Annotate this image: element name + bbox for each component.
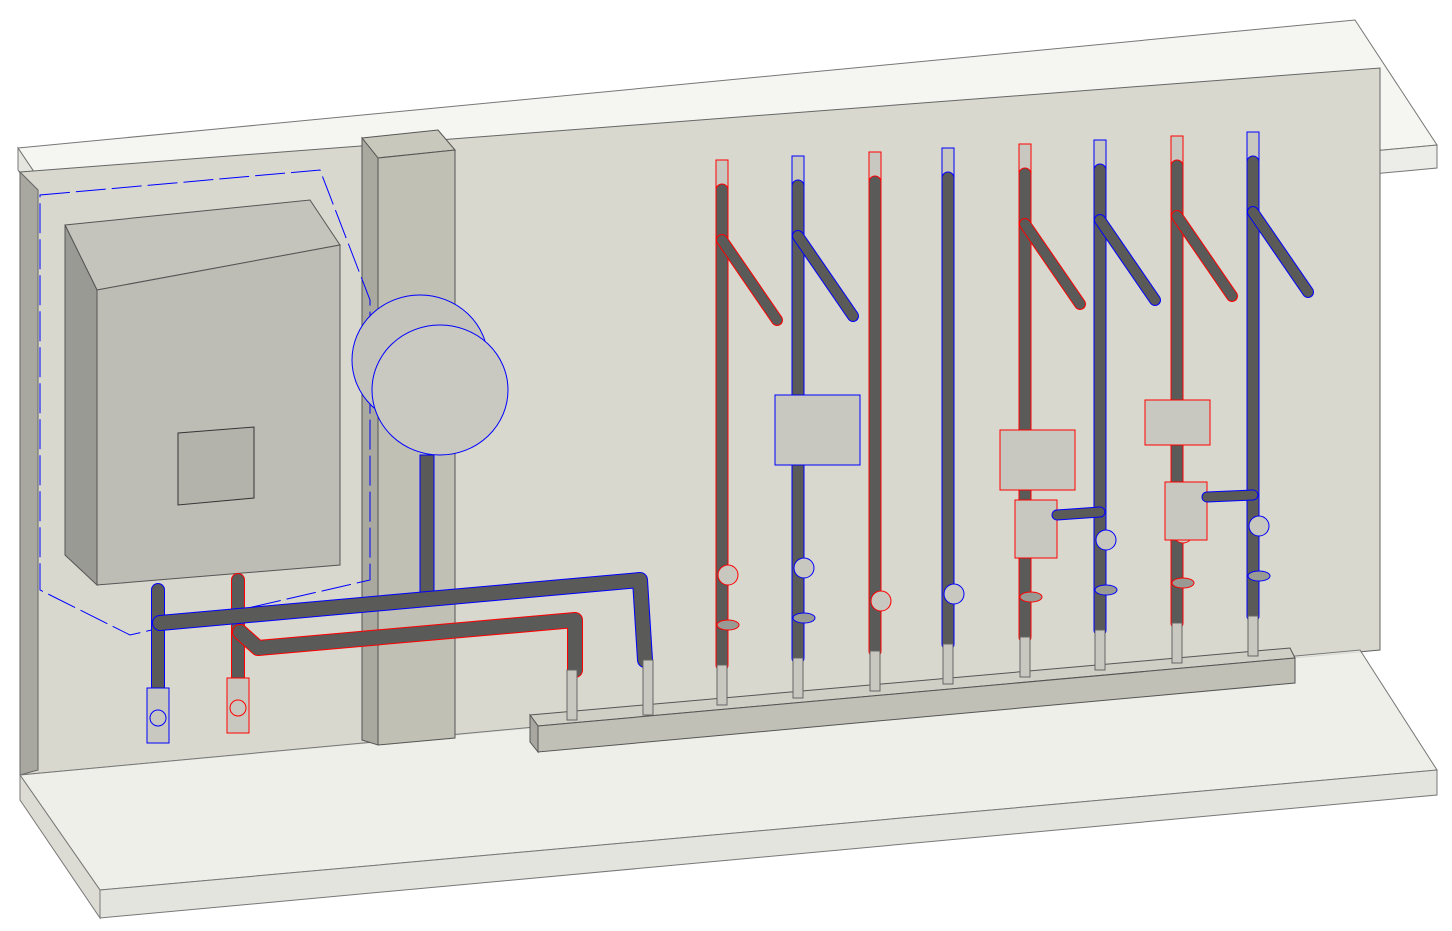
cold-stub [642,659,654,716]
valve-handle-icon [793,557,815,579]
riser-1 [715,159,783,706]
hot-stub [566,669,578,721]
riser-5 [1018,143,1086,678]
valve-handle-icon [1094,584,1118,596]
riser-3 [868,151,892,692]
bypass-pipe [1201,489,1259,503]
valve-handle-icon [943,583,965,605]
riser-stub [869,650,881,692]
riser-7 [1170,135,1238,664]
riser-4 [941,147,965,685]
hot-header-pipe [232,612,583,678]
floor-slab [19,649,1438,920]
riser-6 [1093,139,1161,671]
boiler-piping [146,572,654,744]
mixing-valve-1 [1014,499,1058,559]
riser-stub [1247,615,1259,657]
pump-1 [774,394,861,466]
riser-branch-pipe-body [1020,219,1085,309]
riser-branch-pipe [716,234,783,326]
riser-8 [1246,131,1314,657]
riser-branch-pipe-body [1095,215,1160,305]
riser-branch-pipe [1247,206,1314,298]
valve-handle-icon [1095,529,1117,551]
valve-handle-icon [1019,591,1043,603]
valve-handle-icon [1171,577,1195,589]
mixing-valve-2 [1164,481,1208,541]
riser-branch-pipe [792,230,859,322]
riser-branch-pipe [1094,214,1161,306]
riser-group [715,131,1314,706]
cold-header-pipe [152,572,653,668]
riser-branch-pipe-body [717,235,782,325]
pump-2 [999,429,1076,491]
bypass-pipe-body [1052,507,1105,520]
valve-handle-icon [717,564,739,586]
riser-stub [1094,629,1106,671]
boiler-unit [39,169,371,636]
pump-3 [1144,399,1211,446]
cold-header-pipe-body [153,573,652,667]
riser-branch-pipe [1171,210,1238,302]
riser-branch-pipe [1019,218,1086,310]
valve-handle-icon [716,619,740,631]
hot-header-pipe-body [233,613,582,677]
hot-valve-icon [229,699,247,717]
valve-handle-icon [792,612,816,624]
valve-handle-icon [870,590,892,612]
valve-handle-icon [1248,515,1270,537]
riser-stub [716,664,728,706]
bypass-pipe-body [1202,490,1258,502]
riser-stub [1019,636,1031,678]
valve-handle-icon [1247,570,1271,582]
wall-end [19,170,39,776]
riser-stub [942,643,954,685]
boiler-access-panel [177,426,255,506]
riser-branch-pipe-body [1248,207,1313,297]
riser-stub [792,657,804,699]
riser-stub [1171,622,1183,664]
riser-branch-pipe-body [793,231,858,321]
cold-valve-icon [149,709,167,727]
expansion-tank [351,294,509,596]
bypass-pipe [1051,506,1106,521]
riser-branch-pipe-body [1172,211,1237,301]
